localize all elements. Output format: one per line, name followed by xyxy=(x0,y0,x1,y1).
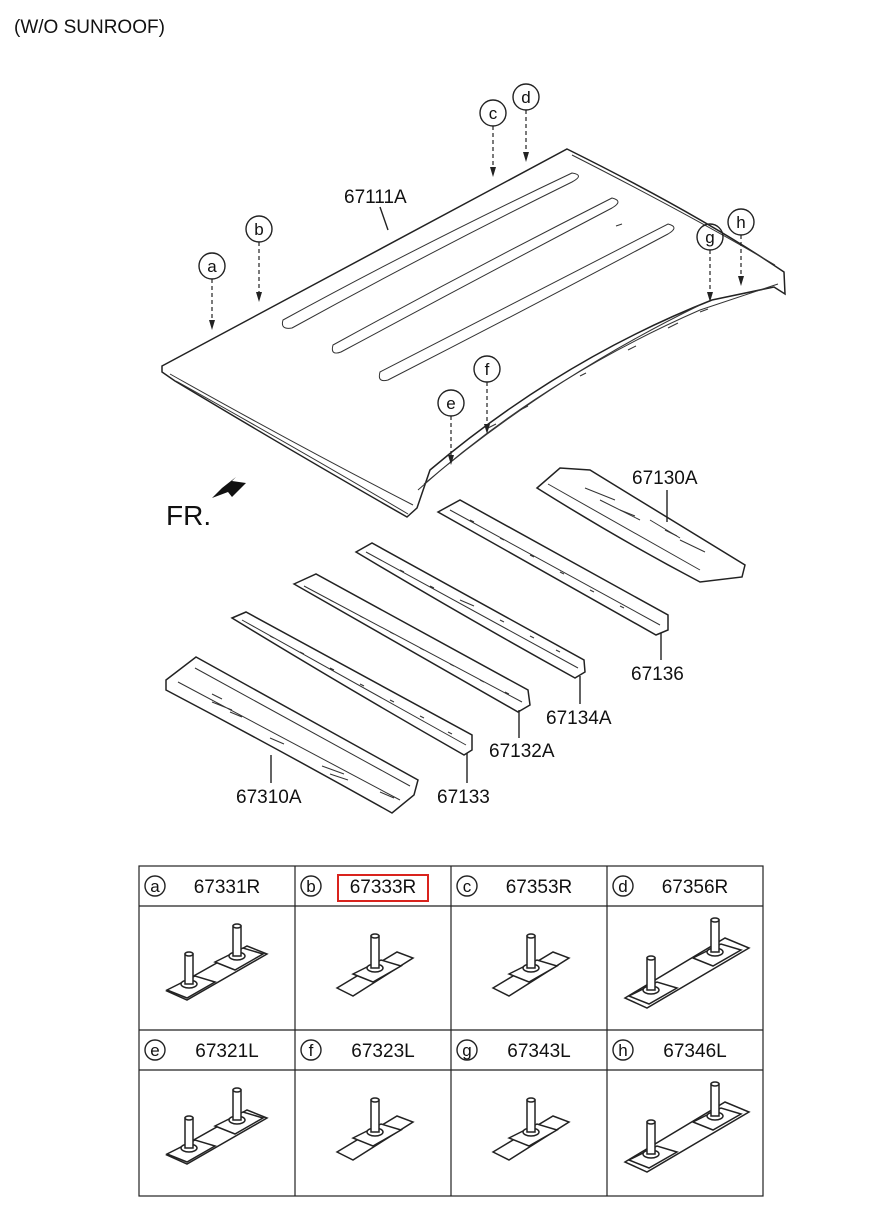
rail-67130A xyxy=(535,467,746,583)
svg-text:f: f xyxy=(485,360,490,379)
label-67133: 67133 xyxy=(437,787,490,808)
rail-67133 xyxy=(230,611,473,756)
cell-letter-circle xyxy=(144,875,166,897)
table-cell-d: d 67356R xyxy=(612,875,751,1009)
highlight-box xyxy=(337,874,429,902)
fastener-icon xyxy=(491,1097,571,1161)
cell-part-number: 67321L xyxy=(195,1041,258,1062)
fastener-icon xyxy=(165,923,269,1001)
callout-h: h xyxy=(727,208,755,286)
callout-g: g xyxy=(696,223,724,302)
cell-letter: h xyxy=(618,1041,627,1060)
rail-67136 xyxy=(436,499,669,636)
cell-letter-circle xyxy=(612,875,634,897)
fastener-icon xyxy=(165,1087,269,1165)
cell-part-number: 67356R xyxy=(662,877,729,898)
cell-part-number: 67343L xyxy=(507,1041,570,1062)
cell-part-number: 67346L xyxy=(663,1041,726,1062)
cell-letter: e xyxy=(150,1041,159,1060)
cell-letter: g xyxy=(462,1041,471,1060)
label-67132A: 67132A xyxy=(489,741,555,762)
label-67136: 67136 xyxy=(631,664,684,685)
rail-67310A xyxy=(165,656,419,814)
cell-letter-circle xyxy=(144,1039,166,1061)
cell-part-number: 67331R xyxy=(194,877,261,898)
table-cell-b: b 67333R xyxy=(300,874,429,997)
cell-part-number: 67333R xyxy=(350,877,417,898)
fastener-table xyxy=(138,865,764,1197)
callout-a: a xyxy=(198,252,226,330)
svg-text:b: b xyxy=(254,220,263,239)
callout-f: f xyxy=(473,355,501,434)
fastener-icon xyxy=(335,1097,415,1161)
cell-letter: b xyxy=(306,877,315,896)
cell-letter-circle xyxy=(300,1039,322,1061)
fastener-icon xyxy=(335,933,415,997)
label-67134A: 67134A xyxy=(546,708,612,729)
svg-text:h: h xyxy=(736,213,745,232)
cell-part-number: 67323L xyxy=(351,1041,414,1062)
table-cell-e: e 67321L xyxy=(144,1039,269,1165)
cell-part-number: 67353R xyxy=(506,877,573,898)
callout-c: c xyxy=(479,99,507,177)
cell-letter-circle xyxy=(456,875,478,897)
svg-text:g: g xyxy=(705,228,714,247)
cell-letter-circle xyxy=(612,1039,634,1061)
rail-67134A xyxy=(354,542,586,679)
rail-67132A xyxy=(292,573,531,713)
cell-letter: f xyxy=(309,1041,314,1060)
table-cell-a: a 67331R xyxy=(144,875,269,1001)
table-cell-c: c 67353R xyxy=(456,875,573,997)
callout-b: b xyxy=(245,215,273,302)
svg-text:d: d xyxy=(521,88,530,107)
svg-text:e: e xyxy=(446,394,455,413)
fastener-icon xyxy=(623,917,751,1009)
table-cell-h: h 67346L xyxy=(612,1039,751,1173)
front-arrow-icon xyxy=(212,477,246,498)
front-label: FR. xyxy=(166,500,211,531)
roof-panel xyxy=(161,148,786,518)
table-cell-f: f 67323L xyxy=(300,1039,415,1161)
cell-letter-circle xyxy=(300,875,322,897)
fastener-icon xyxy=(491,933,571,997)
label-67310A: 67310A xyxy=(236,787,302,808)
callout-d: d xyxy=(512,83,540,162)
svg-text:c: c xyxy=(489,104,498,123)
cell-letter: c xyxy=(463,877,472,896)
label-67111A: 67111A xyxy=(344,187,407,208)
cell-letter: a xyxy=(150,877,160,896)
diagram-title: (W/O SUNROOF) xyxy=(14,17,165,38)
fastener-icon xyxy=(623,1081,751,1173)
cell-letter-circle xyxy=(456,1039,478,1061)
svg-text:a: a xyxy=(207,257,217,276)
label-67130A: 67130A xyxy=(632,468,698,489)
callout-e: e xyxy=(437,389,465,465)
cell-letter: d xyxy=(618,877,627,896)
table-cell-g: g 67343L xyxy=(456,1039,571,1161)
